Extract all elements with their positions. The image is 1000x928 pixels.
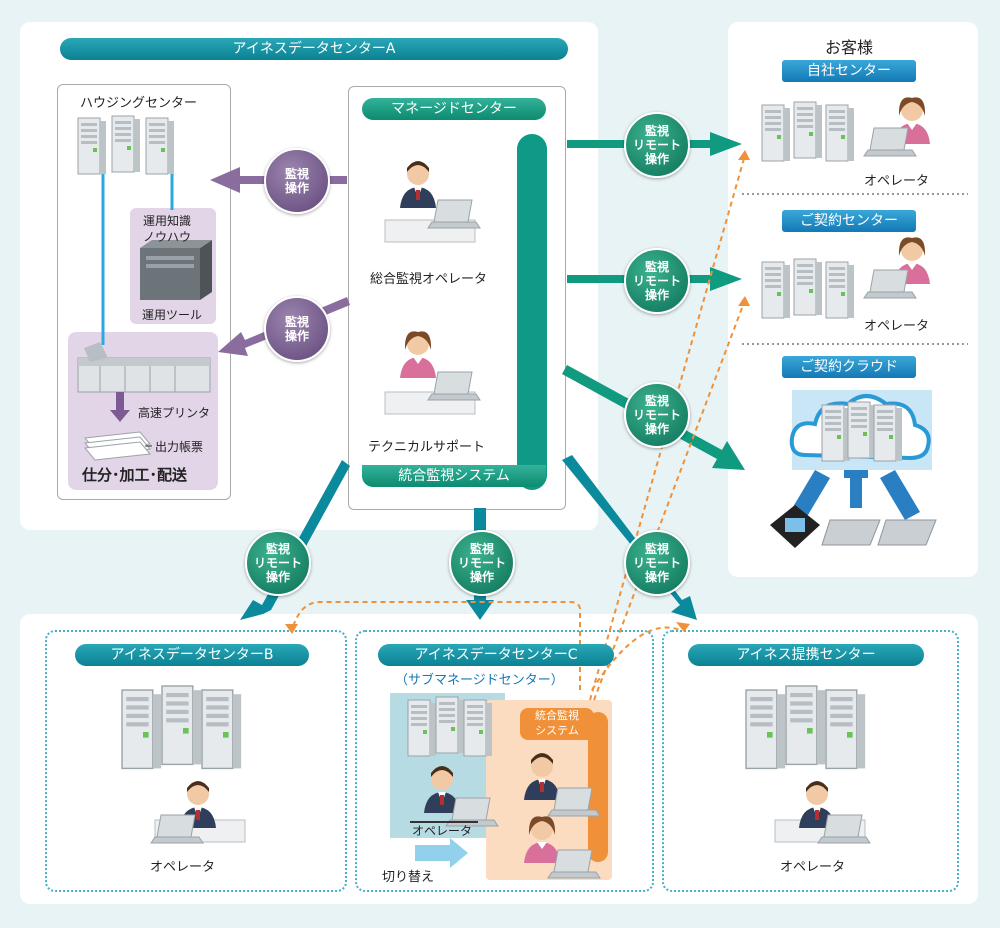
remote-badge-cloud: 監視リモート操作 [624,382,690,448]
monitor-ops-badge-1: 監視操作 [264,148,330,214]
own-operator-label: オペレータ [864,174,930,189]
cloud-devices [770,505,937,548]
printer-icon [77,342,211,393]
remote-badge-own: 監視リモート操作 [624,112,690,178]
managed-title: マネージドセンター [362,98,546,120]
center-c-title: アイネスデータセンターC [378,644,614,666]
remote-badge-contract: 監視リモート操作 [624,248,690,314]
monitor-ops-badge-2: 監視操作 [264,296,330,362]
contract-operator-label: オペレータ [864,319,930,334]
ops-tool-icon [140,240,212,300]
center-c-system-bar [588,712,608,862]
center-c-operator: オペレータ [412,824,473,838]
remote-badge-partner: 監視リモート操作 [624,530,690,596]
remote-badge-c: 監視リモート操作 [449,530,515,596]
partner-title: アイネス提携センター [688,644,924,666]
center-c-system-label: 統合監視システム [520,708,594,740]
contract-cloud-title: ご契約クラウド [782,356,916,378]
center-a-title: アイネスデータセンターA [60,38,568,60]
knowhow-label-2: ノウハウ [143,230,192,244]
center-c-box [355,630,654,892]
partner-box [662,630,959,892]
remote-badge-b: 監視リモート操作 [245,530,311,596]
center-b-title: アイネスデータセンターB [75,644,309,666]
center-c-subtitle: （サブマネージドセンター） [395,673,564,688]
partner-operator: オペレータ [780,860,846,875]
center-c-switch: 切り替え [382,870,435,885]
cloud-icon [789,390,932,470]
housing-title: ハウジングセンター [80,96,198,111]
knowhow-label-1: 運用知識 [143,214,192,228]
tool-label: 運用ツール [142,308,203,322]
process-label: 仕分･加工･配送 [82,466,188,484]
center-b-operator: オペレータ [150,860,216,875]
operator-label: 総合監視オペレータ [370,272,488,287]
paper-stack-icon [84,431,151,461]
printer-label: 高速プリンタ [138,406,211,420]
output-label: 出力帳票 [155,440,204,454]
contract-center-title: ご契約センター [782,210,916,232]
managed-system: 統合監視システム [362,465,546,487]
support-label: テクニカルサポート [368,440,486,455]
own-center-title: 自社センター [782,60,916,82]
managed-system-bar [517,134,547,490]
center-b-box [45,630,347,892]
customer-title: お客様 [825,38,874,57]
